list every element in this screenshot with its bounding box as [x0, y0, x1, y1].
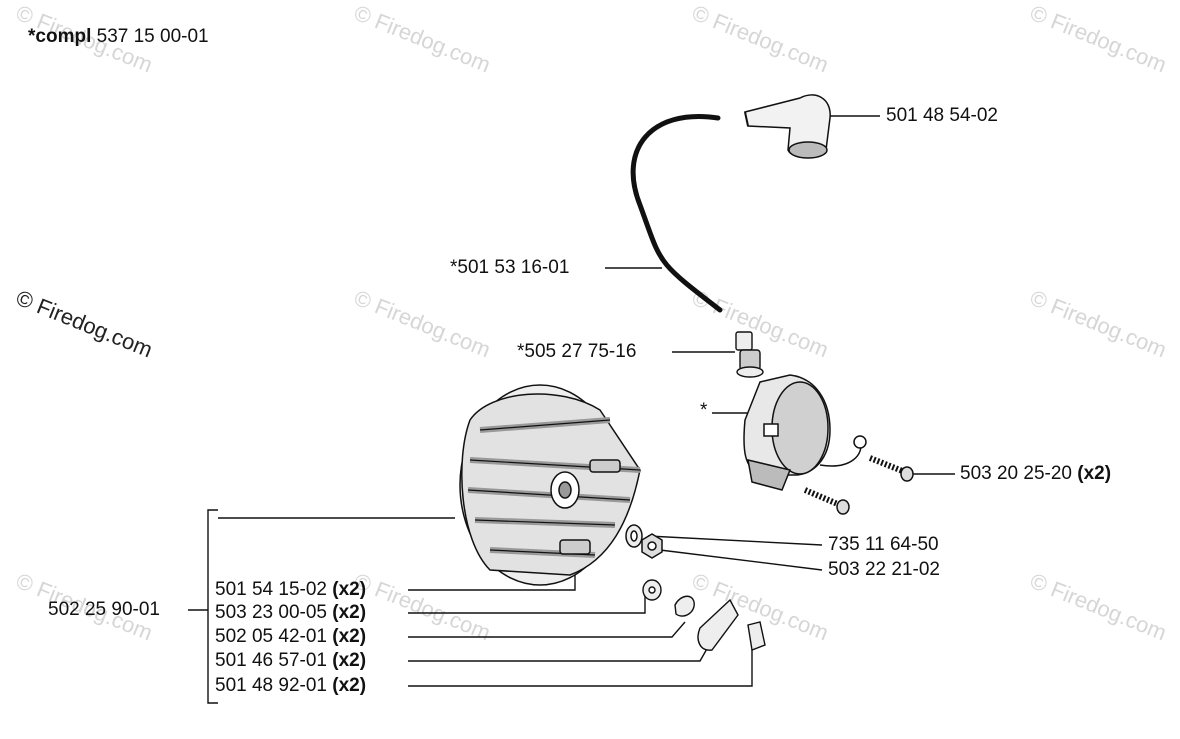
- compl-prefix: *compl: [28, 26, 92, 47]
- hv-cable-drawing: [630, 114, 723, 313]
- label-hv-cable: *501 53 16-01: [450, 257, 570, 278]
- part-number: 502 05 42-01: [215, 626, 327, 647]
- coil-screw-number: 503 20 25-20: [960, 463, 1072, 484]
- spring-drawing: [674, 595, 695, 617]
- label-coil-star: *: [700, 400, 708, 421]
- label-terminal: *505 27 75-16: [517, 341, 637, 362]
- leader-part-4: [408, 639, 713, 662]
- label-spark-cap: 501 48 54-02: [886, 105, 998, 126]
- label-nut: 503 22 21-02: [828, 559, 940, 580]
- leader-part-2: [408, 596, 646, 614]
- compl-header: *compl 537 15 00-01: [28, 26, 209, 48]
- pawl-drawing: [697, 598, 739, 651]
- part-qty: (x2): [332, 579, 367, 600]
- label-washer: 735 11 64-50: [828, 534, 939, 555]
- part-qty: (x2): [332, 602, 367, 623]
- clip-drawing: [747, 621, 766, 651]
- coil-screw-qty: (x2): [1077, 463, 1112, 484]
- washer-drawing: [625, 524, 643, 548]
- part-qty: (x2): [332, 650, 367, 671]
- flywheel-part-3: 502 05 42-01 (x2): [215, 626, 366, 648]
- flywheel-part-2: 503 23 00-05 (x2): [215, 602, 366, 624]
- group-bracket: [207, 509, 218, 704]
- label-flywheel-group: 502 25 90-01: [48, 599, 160, 620]
- spark-cap-drawing: [744, 94, 831, 159]
- compl-number: 537 15 00-01: [96, 26, 209, 47]
- label-coil-screw: 503 20 25-20 (x2): [960, 463, 1111, 485]
- leader-part-3: [408, 621, 686, 638]
- leader-washer: [647, 535, 823, 546]
- part-qty: (x2): [332, 626, 367, 647]
- part-number: 503 23 00-05: [215, 602, 327, 623]
- flywheel-drawing: [459, 384, 641, 586]
- part-number: 501 54 15-02: [215, 579, 327, 600]
- part-number: 501 46 57-01: [215, 650, 327, 671]
- ignition-coil-drawing: [743, 374, 914, 515]
- leader-nut: [659, 549, 823, 571]
- nut-drawing: [641, 533, 663, 559]
- flywheel-part-4: 501 46 57-01 (x2): [215, 650, 366, 672]
- part-qty: (x2): [332, 675, 367, 696]
- flywheel-part-1: 501 54 15-02 (x2): [215, 579, 366, 601]
- flywheel-part-5: 501 48 92-01 (x2): [215, 675, 366, 697]
- part-number: 501 48 92-01: [215, 675, 327, 696]
- leader-part-5: [408, 650, 753, 687]
- terminal-drawing: [735, 331, 764, 378]
